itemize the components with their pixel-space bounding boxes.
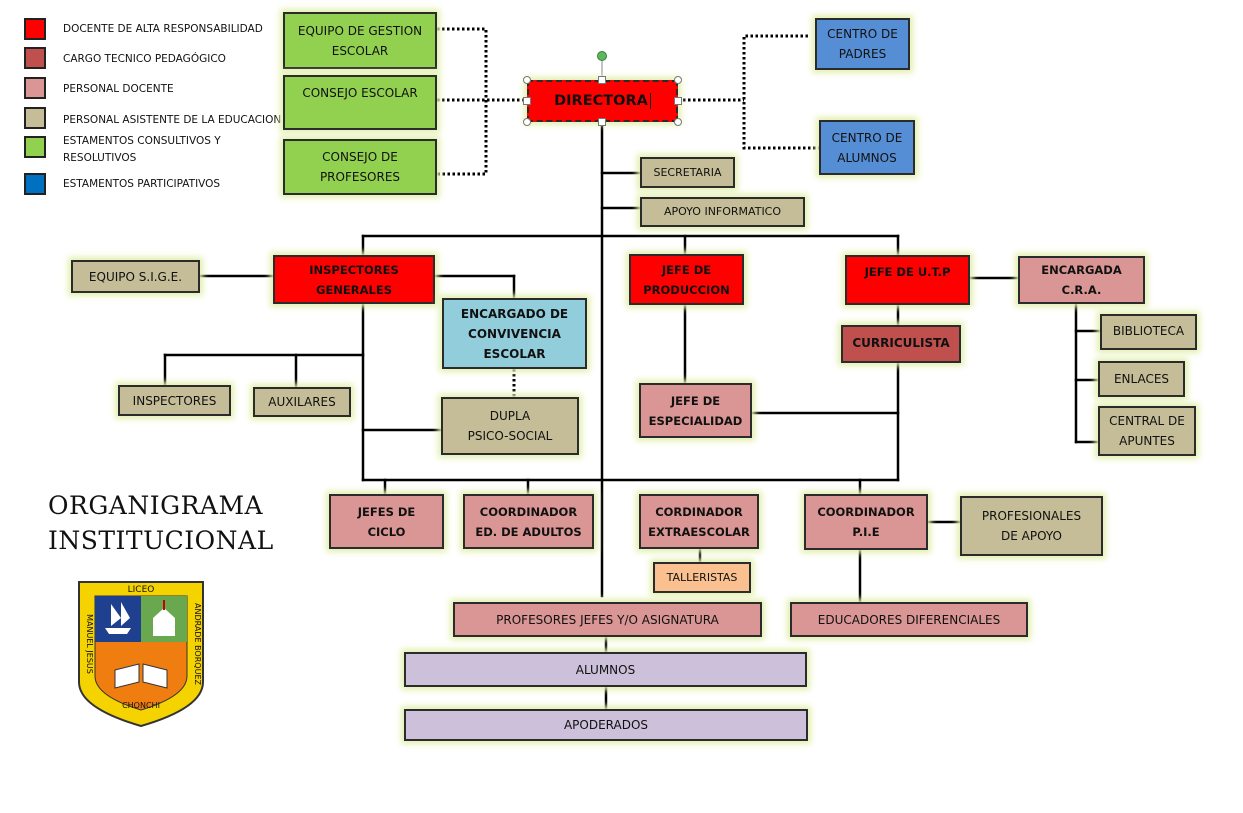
node-label: EQUIPO DE GESTION ESCOLAR: [297, 23, 423, 58]
legend-label-asistente: PERSONAL ASISTENTE DE LA EDUCACION: [63, 114, 282, 126]
resize-handle-sw[interactable]: [523, 118, 531, 126]
node-label: ENLACES: [1113, 372, 1170, 386]
node-auxilares[interactable]: AUXILARES: [253, 387, 351, 417]
resize-handle-n[interactable]: [598, 76, 606, 84]
node-label: ALUMNOS: [575, 662, 636, 677]
node-cordinador-extraescolar[interactable]: CORDINADOR EXTRAESCOLAR: [639, 494, 759, 549]
node-apoyo-informatico[interactable]: APOYO INFORMATICO: [640, 197, 805, 227]
node-label: JEFES DE CICLO: [357, 504, 416, 539]
node-label: SECRETARIA: [653, 165, 722, 179]
node-label: INSPECTORES GENERALES: [309, 262, 399, 297]
node-alumnos[interactable]: ALUMNOS: [404, 652, 807, 687]
node-coordinador-pie[interactable]: COORDINADOR P.I.E: [804, 494, 928, 550]
node-central-apuntes[interactable]: CENTRAL DE APUNTES: [1098, 406, 1196, 456]
node-label: CENTRO DE ALUMNOS: [831, 130, 903, 165]
legend-swatch-asistente: [24, 107, 46, 129]
node-label: CENTRAL DE APUNTES: [1109, 414, 1185, 448]
resize-handle-w[interactable]: [523, 97, 531, 105]
node-label: DUPLA PSICO-SOCIAL: [467, 409, 553, 443]
node-label: INSPECTORES: [132, 393, 217, 408]
node-label: ENCARGADO DE CONVIVENCIA ESCOLAR: [460, 306, 569, 361]
legend-swatch-alta-responsabilidad: [24, 18, 46, 40]
resize-handle-e[interactable]: [674, 97, 682, 105]
node-label: CORDINADOR EXTRAESCOLAR: [648, 504, 750, 539]
node-jefe-utp[interactable]: JEFE DE U.T.P: [845, 255, 970, 305]
legend-label-consultivos: ESTAMENTOS CONSULTIVOS Y RESOLUTIVOS: [63, 135, 221, 164]
node-label: ENCARGADA C.R.A.: [1041, 263, 1122, 297]
resize-handle-se[interactable]: [674, 118, 682, 126]
node-equipo-sige[interactable]: EQUIPO S.I.G.E.: [71, 260, 200, 293]
logo-bottom-text: CHONCHI: [122, 701, 160, 710]
school-crest-logo: LICEO MANUEL JESUS ANDRADE BORQUEZ CHONC…: [78, 581, 204, 728]
node-label: CURRICULISTA: [852, 336, 950, 350]
node-label: JEFE DE U.T.P: [864, 265, 951, 279]
node-label: JEFE DE PRODUCCION: [643, 262, 730, 297]
node-biblioteca[interactable]: BIBLIOTECA: [1100, 314, 1197, 350]
node-centro-alumnos[interactable]: CENTRO DE ALUMNOS: [819, 120, 915, 175]
node-consejo-escolar[interactable]: CONSEJO ESCOLAR: [283, 75, 437, 130]
node-label: JEFE DE ESPECIALIDAD: [648, 393, 743, 428]
node-coordinador-adultos[interactable]: COORDINADOR ED. DE ADULTOS: [463, 494, 594, 549]
node-label: DIRECTORA: [554, 93, 648, 109]
diagram-title: ORGANIGRAMA INSTITUCIONAL: [48, 491, 274, 555]
resize-handle-nw[interactable]: [523, 76, 531, 84]
node-inspectores[interactable]: INSPECTORES: [118, 385, 231, 416]
legend-label-personal-docente: PERSONAL DOCENTE: [63, 83, 174, 95]
node-label: COORDINADOR ED. DE ADULTOS: [475, 504, 582, 539]
node-label: EQUIPO S.I.G.E.: [88, 269, 183, 284]
legend-swatch-tecnico-pedagogico: [24, 47, 46, 69]
node-jefe-especialidad[interactable]: JEFE DE ESPECIALIDAD: [639, 383, 752, 438]
dotted-participativos-bracket: [742, 34, 819, 150]
node-label: BIBLIOTECA: [1112, 324, 1185, 338]
node-equipo-gestion[interactable]: EQUIPO DE GESTION ESCOLAR: [283, 12, 437, 69]
logo-right-text: ANDRADE BORQUEZ: [193, 603, 202, 685]
node-profesores-jefes[interactable]: PROFESORES JEFES Y/O ASIGNATURA: [453, 602, 762, 637]
resize-handle-ne[interactable]: [674, 76, 682, 84]
legend-label-participativos: ESTAMENTOS PARTICIPATIVOS: [63, 178, 221, 190]
node-dupla[interactable]: DUPLA PSICO-SOCIAL: [441, 397, 579, 455]
node-jefes-ciclo[interactable]: JEFES DE CICLO: [329, 494, 444, 549]
legend-label-tecnico-pedagogico: CARGO TECNICO PEDAGÓGICO: [63, 53, 226, 65]
node-label: PROFESIONALES DE APOYO: [981, 509, 1082, 543]
dotted-consultivos-bracket: [437, 27, 488, 176]
node-label: AUXILARES: [268, 395, 336, 409]
logo-top-text: LICEO: [128, 585, 155, 595]
node-secretaria[interactable]: SECRETARIA: [640, 157, 735, 188]
resize-handle-s[interactable]: [598, 118, 606, 126]
node-directora[interactable]: DIRECTORA: [527, 80, 678, 122]
node-profesionales-apoyo[interactable]: PROFESIONALES DE APOYO: [960, 496, 1103, 556]
legend-swatch-participativos: [24, 173, 46, 195]
node-label: CONSEJO DE PROFESORES: [319, 150, 401, 184]
node-encargada-cra[interactable]: ENCARGADA C.R.A.: [1018, 256, 1145, 304]
legend-label-alta-responsabilidad: DOCENTE DE ALTA RESPONSABILIDAD: [63, 23, 263, 35]
node-label: COORDINADOR P.I.E: [817, 505, 915, 539]
node-curriculista[interactable]: CURRICULISTA: [841, 325, 961, 363]
node-label: APODERADOS: [563, 718, 649, 732]
node-label: PROFESORES JEFES Y/O ASIGNATURA: [496, 612, 719, 627]
node-label: CONSEJO ESCOLAR: [302, 86, 418, 100]
node-apoderados[interactable]: APODERADOS: [404, 709, 808, 741]
node-label: TALLERISTAS: [666, 570, 738, 584]
logo-left-text: MANUEL JESUS: [85, 614, 94, 674]
node-label: CENTRO DE PADRES: [827, 27, 898, 61]
node-inspectores-generales[interactable]: INSPECTORES GENERALES: [273, 255, 435, 304]
node-jefe-produccion[interactable]: JEFE DE PRODUCCION: [629, 254, 744, 305]
node-educadores-diferenciales[interactable]: EDUCADORES DIFERENCIALES: [790, 602, 1028, 637]
node-consejo-profesores[interactable]: CONSEJO DE PROFESORES: [283, 139, 437, 195]
node-encargado-convivencia[interactable]: ENCARGADO DE CONVIVENCIA ESCOLAR: [442, 298, 587, 369]
legend-swatch-personal-docente: [24, 77, 46, 99]
node-centro-padres[interactable]: CENTRO DE PADRES: [815, 18, 910, 70]
node-enlaces[interactable]: ENLACES: [1098, 361, 1185, 397]
node-label: EDUCADORES DIFERENCIALES: [817, 612, 1001, 627]
legend-swatch-consultivos: [24, 136, 46, 158]
node-talleristas[interactable]: TALLERISTAS: [653, 562, 751, 593]
rotation-handle[interactable]: [597, 51, 607, 61]
text-cursor: [649, 93, 651, 109]
node-label: APOYO INFORMATICO: [663, 205, 782, 218]
